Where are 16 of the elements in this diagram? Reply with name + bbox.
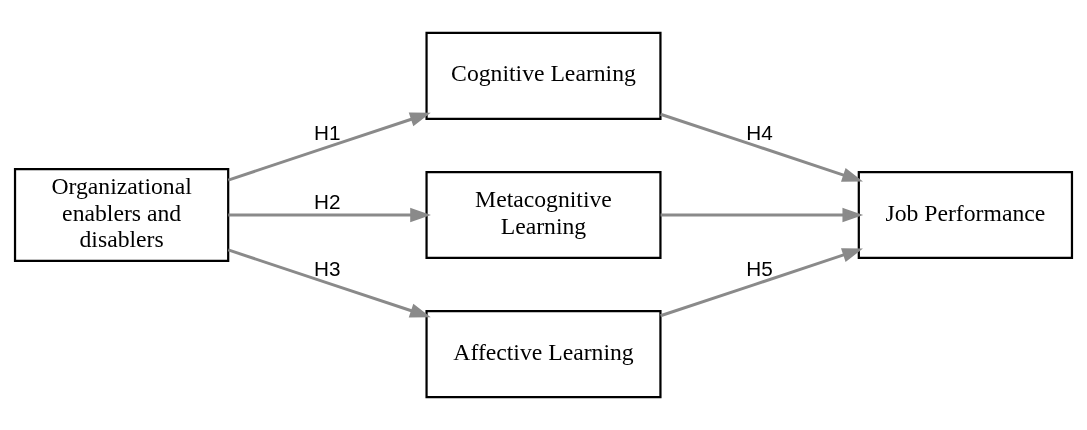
- edge-label: H1: [314, 120, 341, 144]
- edge-label: H4: [746, 120, 773, 144]
- arrow: [660, 112, 863, 182]
- node-box: Job Performance: [857, 170, 1074, 260]
- edge-label: H2: [314, 190, 341, 214]
- edge-label: H5: [746, 256, 773, 280]
- arrow: [227, 112, 431, 182]
- edge-label: H3: [314, 256, 341, 280]
- node-box: Organizational enablers and disablers: [13, 168, 230, 262]
- node-box: Metacognitive Learning: [425, 170, 662, 260]
- node-box: Affective Learning: [425, 310, 662, 399]
- node-box: Cognitive Learning: [425, 31, 662, 120]
- arrow: [660, 207, 864, 223]
- arrow: [660, 248, 863, 318]
- arrow: [227, 248, 431, 318]
- arrow: [228, 207, 431, 223]
